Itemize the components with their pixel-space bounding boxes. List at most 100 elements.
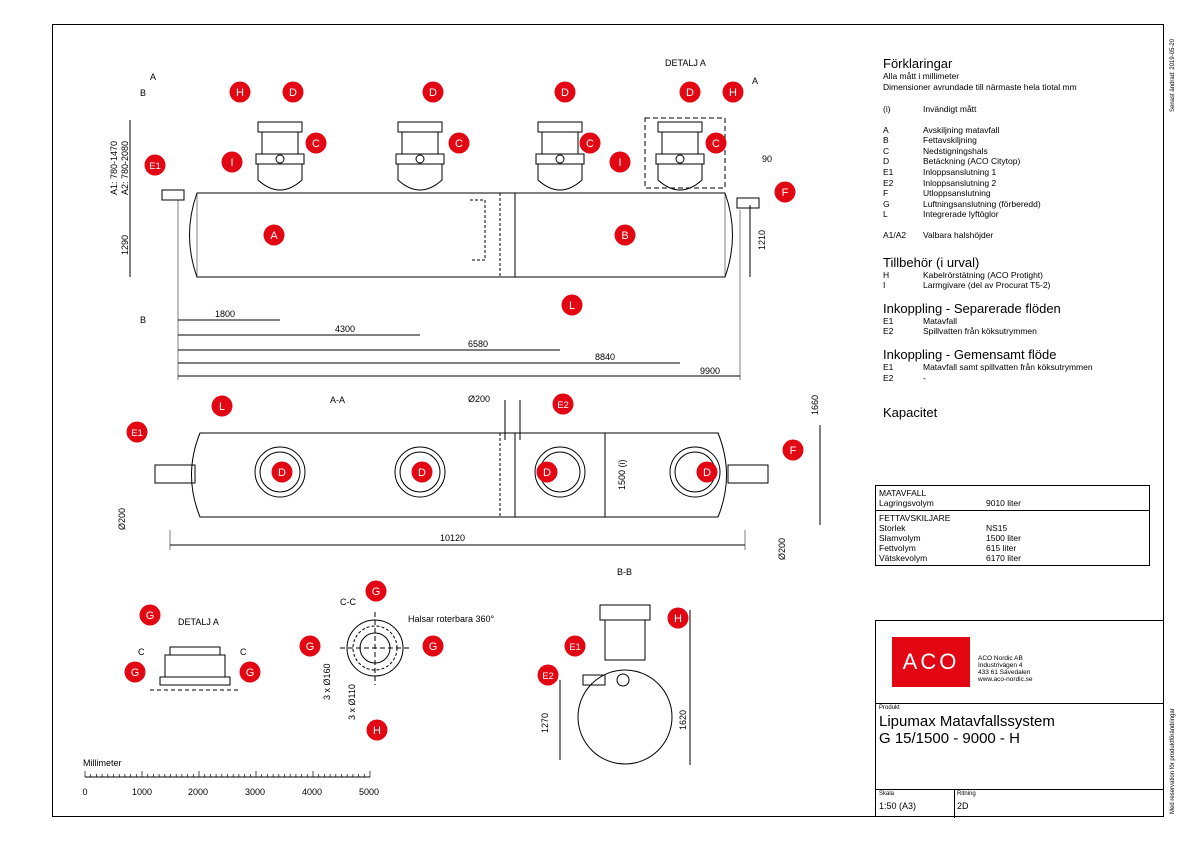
accessory-item-key: I (883, 280, 886, 291)
callout-c: C (448, 132, 470, 154)
dim-3x160: 3 x Ø160 (322, 663, 332, 700)
callout-g: G (239, 661, 261, 683)
dim-1210: 1210 (757, 230, 767, 250)
accessory-item-value: Larmgivare (del av Procurat T5-2) (923, 280, 1051, 291)
capacity-row: Fettvolym 615 liter (879, 543, 1146, 553)
company-address: ACO Nordic AB Industrivägen 4 433 61 Säv… (978, 655, 1033, 683)
dim-1500: 1500 (i) (617, 459, 627, 490)
svg-text:G: G (131, 667, 140, 679)
callout-e1: E1 (564, 635, 586, 657)
capacity-label: Lagringsvolym (879, 498, 934, 508)
company-street: Industrivägen 4 (978, 662, 1023, 669)
legend-item-row: B Fettavskiljning (883, 135, 1153, 146)
separate-flow-title: Inkoppling - Separerade flöden (883, 300, 1061, 316)
legend-item-key: B (883, 135, 889, 146)
capacity-value: NS15 (986, 523, 1008, 533)
dim-1290: 1290 (120, 235, 130, 255)
company-name: ACO Nordic AB (978, 655, 1023, 662)
legend-item-key: E1 (883, 166, 894, 177)
legend-panel: Förklaringar Alla mått i millimeter Dime… (883, 56, 1153, 420)
callout-d: D (411, 461, 433, 483)
scale-bar-tick: 4000 (302, 787, 322, 797)
dim-1270: 1270 (540, 713, 550, 733)
svg-text:A: A (270, 230, 278, 242)
svg-text:L: L (569, 300, 575, 312)
callout-b: B (614, 224, 636, 246)
callout-h: H (722, 81, 744, 103)
aco-logo: ACO (892, 637, 970, 687)
scale-bar-title: Millimeter (83, 758, 122, 768)
svg-text:D: D (543, 467, 551, 479)
scale-bar-tick: 3000 (245, 787, 265, 797)
svg-text:D: D (289, 87, 297, 99)
callout-e1: E1 (144, 154, 166, 176)
scale-bar-tick: 1000 (132, 787, 152, 797)
legend-item-value: Luftningsanslutning (förberedd) (923, 198, 1041, 209)
capacity-value: 615 liter (986, 543, 1017, 553)
svg-text:G: G (306, 641, 315, 653)
separate-flow-item-key: E1 (883, 315, 894, 326)
neck-height-a2: A2: 780-2080 (120, 141, 130, 195)
capacity-value: 1500 liter (986, 533, 1021, 543)
svg-text:H: H (373, 725, 381, 737)
legend-item-value: Fettavskiljning (923, 135, 977, 146)
callout-i: I (221, 151, 243, 173)
dim-200-left: Ø200 (117, 508, 127, 530)
svg-text:E2: E2 (557, 400, 569, 411)
separate-flow-item-value: Spillvatten från köksutrymmen (923, 326, 1037, 337)
common-flow-item-value: - (923, 372, 926, 383)
legend-item-key: E2 (883, 177, 894, 188)
section-cc-label: C-C (340, 597, 356, 607)
callout-c: C (579, 132, 601, 154)
svg-text:H: H (729, 87, 737, 99)
accessory-item-row: I Larmgivare (del av Procurat T5-2) (883, 280, 1153, 291)
callout-g: G (365, 580, 387, 602)
callout-f: F (774, 181, 796, 203)
section-b-marker-bottom: B (140, 315, 146, 325)
scale-bar-tick: 0 (82, 787, 87, 797)
svg-text:E2: E2 (542, 671, 554, 682)
title-block: Produkt Lipumax Matavfallssystem G 15/15… (875, 620, 1164, 818)
product-name: Lipumax Matavfallssystem (879, 713, 1055, 730)
callout-d: D (282, 81, 304, 103)
callout-d: D (271, 461, 293, 483)
legend-item-value: Inloppsanslutning 1 (923, 166, 997, 177)
callout-i: I (609, 151, 631, 173)
callout-e2: E2 (552, 393, 574, 415)
legend-item-value: Betäckning (ACO Citytop) (923, 156, 1021, 167)
accessories-title: Tillbehör (i urval) (883, 254, 980, 270)
legend-inner-row: (i) Invändigt mått (883, 104, 1153, 115)
scale-value: 1:50 (A3) (879, 801, 917, 811)
manhole-cover (254, 446, 306, 498)
callout-d: D (422, 81, 444, 103)
callout-g: G (139, 604, 161, 626)
legend-a1a2-key: A1/A2 (883, 229, 907, 240)
common-flow-item-key: E1 (883, 361, 894, 372)
callout-g: G (299, 635, 321, 657)
legend-item-value: Avskiljning matavfall (923, 124, 1000, 135)
capacity-label: Fettvolym (879, 543, 916, 553)
legend-item-value: Utloppsanslutning (923, 188, 991, 199)
scale-bar-tick: 5000 (359, 787, 379, 797)
legend-item-row: E1 Inloppsanslutning 1 (883, 167, 1153, 178)
drawing-value: 2D (957, 801, 969, 811)
svg-text:D: D (418, 467, 426, 479)
detail-a-small-label: DETALJ A (178, 617, 219, 627)
legend-inner-key: (i) (883, 104, 891, 114)
dim-200-right: Ø200 (777, 538, 787, 560)
